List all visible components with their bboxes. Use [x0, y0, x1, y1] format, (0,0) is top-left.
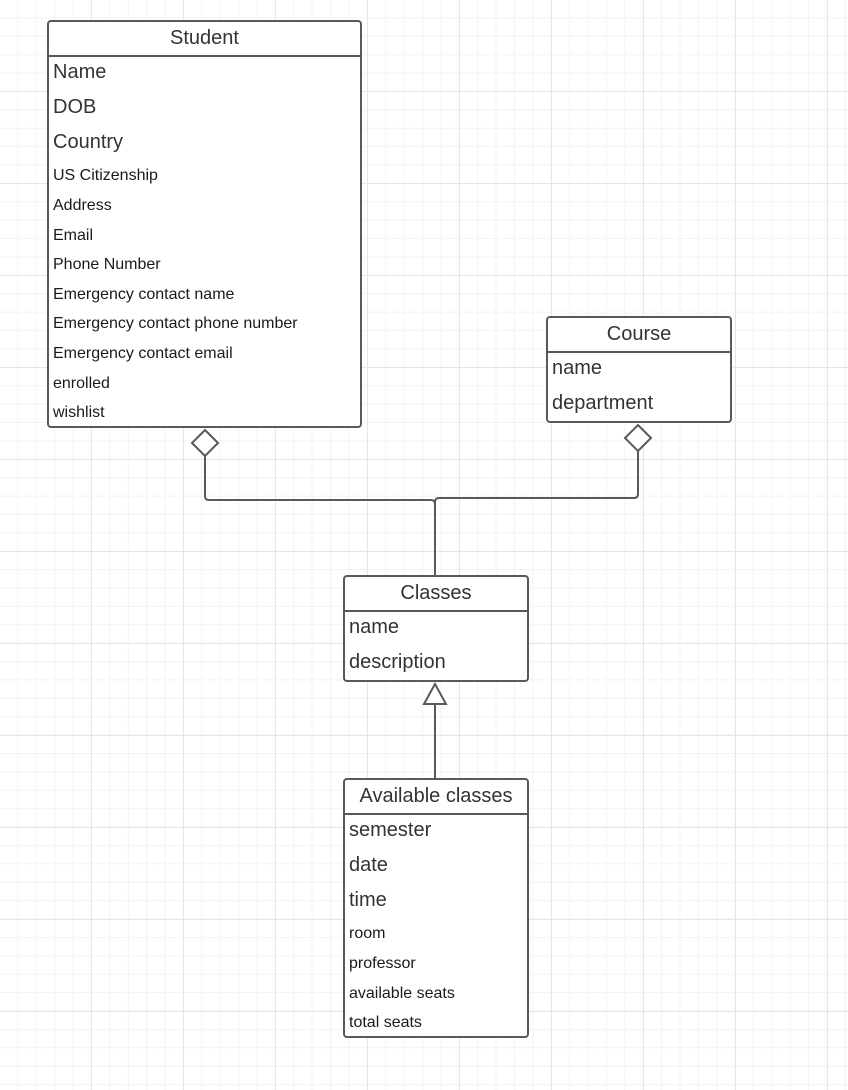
aggregation-diamond-course[interactable] [623, 423, 653, 453]
attribute-department: department [552, 391, 654, 414]
class-title-course: Course [548, 318, 730, 353]
attribute-description: description [349, 650, 446, 673]
attribute-course-name: name [552, 357, 603, 379]
attribute-country: Country [53, 130, 124, 153]
attribute-name: Name [53, 61, 107, 83]
class-box-classes[interactable]: Classes name description [343, 575, 529, 682]
aggregation-line-student-classes[interactable] [204, 456, 436, 575]
class-box-course[interactable]: Course name department [546, 316, 732, 423]
attribute-wishlist: wishlist [53, 404, 105, 422]
attribute-semester: semester [349, 819, 432, 841]
attribute-total-seats: total seats [349, 1014, 422, 1032]
attribute-email: Email [53, 226, 94, 244]
attribute-us-citizenship: US Citizenship [53, 167, 158, 185]
attribute-enrolled: enrolled [53, 374, 110, 392]
aggregation-line-course-classes[interactable] [434, 451, 639, 575]
attribute-classes-name: name [349, 616, 400, 638]
class-box-student[interactable]: Student Name DOB Country US Citizenship … [47, 20, 362, 428]
attribute-available-seats: available seats [349, 984, 455, 1002]
attribute-list-course: name department [548, 353, 730, 423]
attribute-list-available-classes: semester date time room professor availa… [345, 815, 527, 1038]
attribute-room: room [349, 925, 386, 943]
attribute-phone-number: Phone Number [53, 256, 161, 274]
class-box-available-classes[interactable]: Available classes semester date time roo… [343, 778, 529, 1038]
attribute-address: Address [53, 196, 112, 214]
attribute-date: date [349, 853, 388, 876]
attribute-professor: professor [349, 954, 416, 972]
attribute-emergency-contact-email: Emergency contact email [53, 344, 233, 362]
class-title-student: Student [49, 22, 360, 57]
generalization-arrowhead[interactable] [422, 681, 448, 705]
attribute-list-student: Name DOB Country US Citizenship Address … [49, 57, 360, 428]
attribute-time: time [349, 888, 387, 911]
attribute-dob: DOB [53, 95, 97, 118]
aggregation-diamond-student[interactable] [190, 428, 220, 458]
attribute-emergency-contact-name: Emergency contact name [53, 285, 235, 303]
attribute-emergency-contact-phone: Emergency contact phone number [53, 315, 298, 333]
class-title-classes: Classes [345, 577, 527, 612]
class-title-available-classes: Available classes [345, 780, 527, 815]
attribute-list-classes: name description [345, 612, 527, 682]
